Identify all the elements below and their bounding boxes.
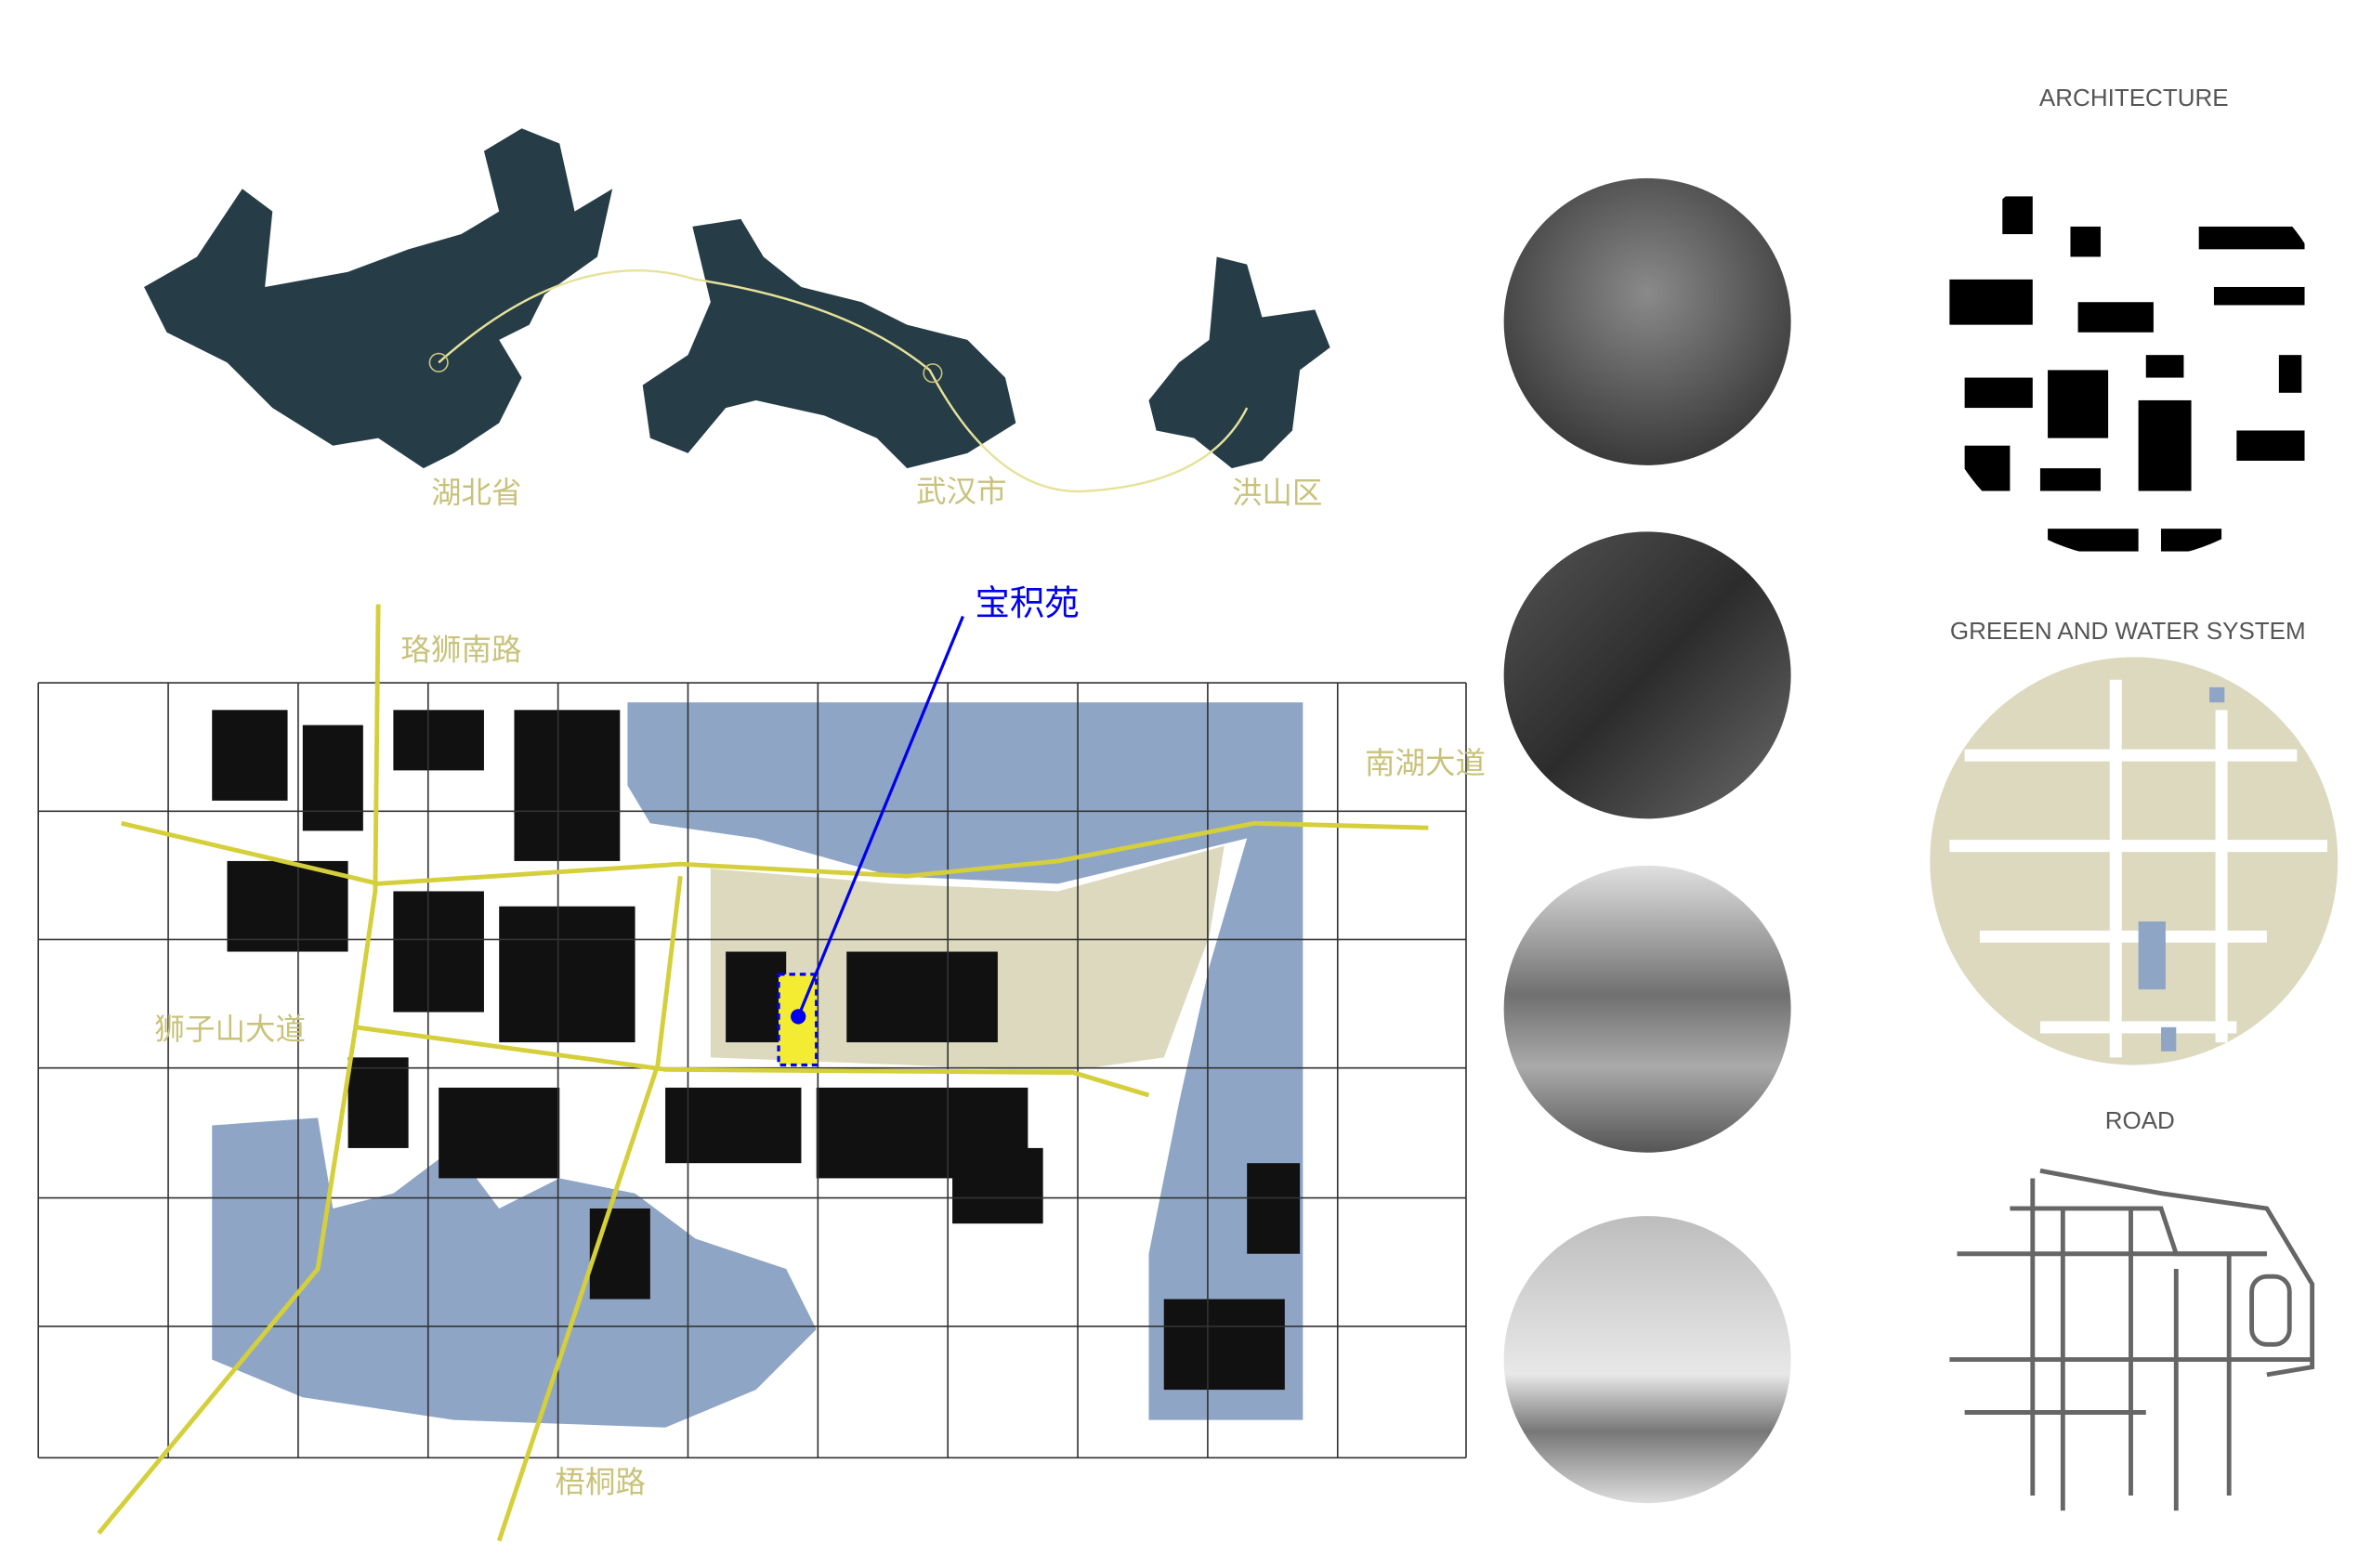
road-network-figure — [1949, 1168, 2315, 1511]
target-dot — [791, 1009, 806, 1025]
photo-brick-building — [1503, 531, 1791, 819]
hubei-map — [642, 218, 1016, 469]
analysis-diagrams: ARCHITECTURE GREEEN AND WATER SYSTEM ROA… — [1930, 84, 2338, 1511]
architecture-figure-ground — [1949, 196, 2305, 552]
road-label-north: 珞狮南路 — [401, 633, 522, 668]
road-label-east: 南湖大道 — [1365, 746, 1486, 781]
photo-campus-lawn — [1503, 177, 1791, 465]
wuhan-map — [1148, 256, 1330, 469]
target-pointer — [796, 615, 964, 1018]
green-water-title: GREEEN AND WATER SYSTEM — [1950, 617, 2306, 645]
label-wuhan: 武汉市 — [916, 474, 1007, 509]
road-label-south: 梧桐路 — [555, 1465, 646, 1500]
china-map — [144, 128, 613, 469]
site-map: 宝积苑 珞狮南路 南湖大道 狮子山大道 梧桐路 — [37, 582, 1486, 1542]
hubei-marker — [428, 352, 449, 372]
label-hongshan: 洪山区 — [1232, 476, 1323, 511]
green-water-figure — [1930, 657, 2338, 1065]
location-maps: 湖北省 武汉市 洪山区 — [144, 128, 1330, 511]
label-hubei: 湖北省 — [431, 476, 522, 511]
photo-gate — [1503, 1216, 1791, 1504]
main-roads — [97, 604, 1429, 1542]
architecture-title: ARCHITECTURE — [2039, 84, 2229, 111]
water-lake-south — [212, 1117, 817, 1428]
road-title: ROAD — [2105, 1106, 2175, 1134]
road-label-west: 狮子山大道 — [154, 1012, 306, 1047]
wuhan-marker — [923, 363, 943, 384]
photo-gymnasium — [1503, 865, 1791, 1153]
route-arc — [438, 268, 1249, 493]
site-photos — [1503, 177, 1791, 1504]
target-label: 宝积苑 — [975, 582, 1079, 623]
